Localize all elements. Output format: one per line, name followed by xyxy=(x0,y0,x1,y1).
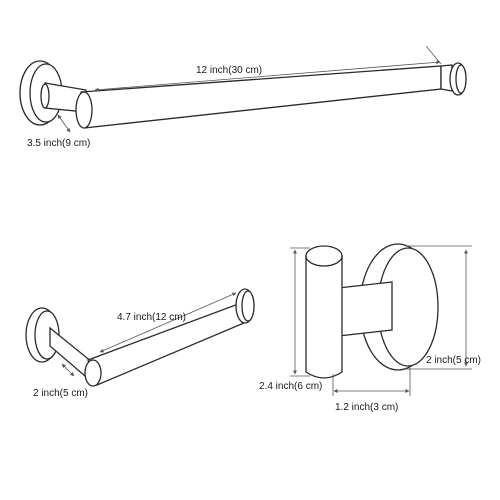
towel-bar-dimensions xyxy=(57,45,442,133)
towel-bar-rod-end xyxy=(75,91,93,129)
paper-holder-drawing xyxy=(25,288,255,387)
paper-holder-length-line xyxy=(99,292,237,353)
towel-bar-depth-label: 3.5 inch(9 cm) xyxy=(27,138,90,149)
robe-hook-drawing xyxy=(305,243,439,379)
paper-holder-dimensions xyxy=(61,292,237,377)
robe-hook-depth-label: 1.2 inch(3 cm) xyxy=(335,402,398,413)
towel-bar-length-line xyxy=(94,60,441,92)
paper-holder-length-label: 4.7 inch(12 cm) xyxy=(117,312,186,323)
towel-bar-depth-line xyxy=(57,114,71,133)
paper-holder-rod-end xyxy=(84,359,102,387)
towel-bar-right-plate-face xyxy=(455,64,467,94)
robe-hook-plate-label: 2 inch(5 cm) xyxy=(426,355,481,366)
towel-bar-length-label: 12 inch(30 cm) xyxy=(196,65,262,76)
robe-hook-post xyxy=(337,281,393,337)
paper-holder-depth-line xyxy=(61,363,75,377)
robe-hook-cylinder xyxy=(305,255,343,379)
robe-hook-cylinder-top xyxy=(305,245,343,267)
paper-holder-right-plate-face xyxy=(241,290,255,322)
towel-bar-post-end xyxy=(40,83,50,109)
paper-holder-depth-label: 2 inch(5 cm) xyxy=(33,388,88,399)
robe-hook-height-label: 2.4 inch(6 cm) xyxy=(259,381,322,392)
towel-bar-length-ext xyxy=(425,45,442,65)
robe-hook-dimensions xyxy=(290,245,472,396)
